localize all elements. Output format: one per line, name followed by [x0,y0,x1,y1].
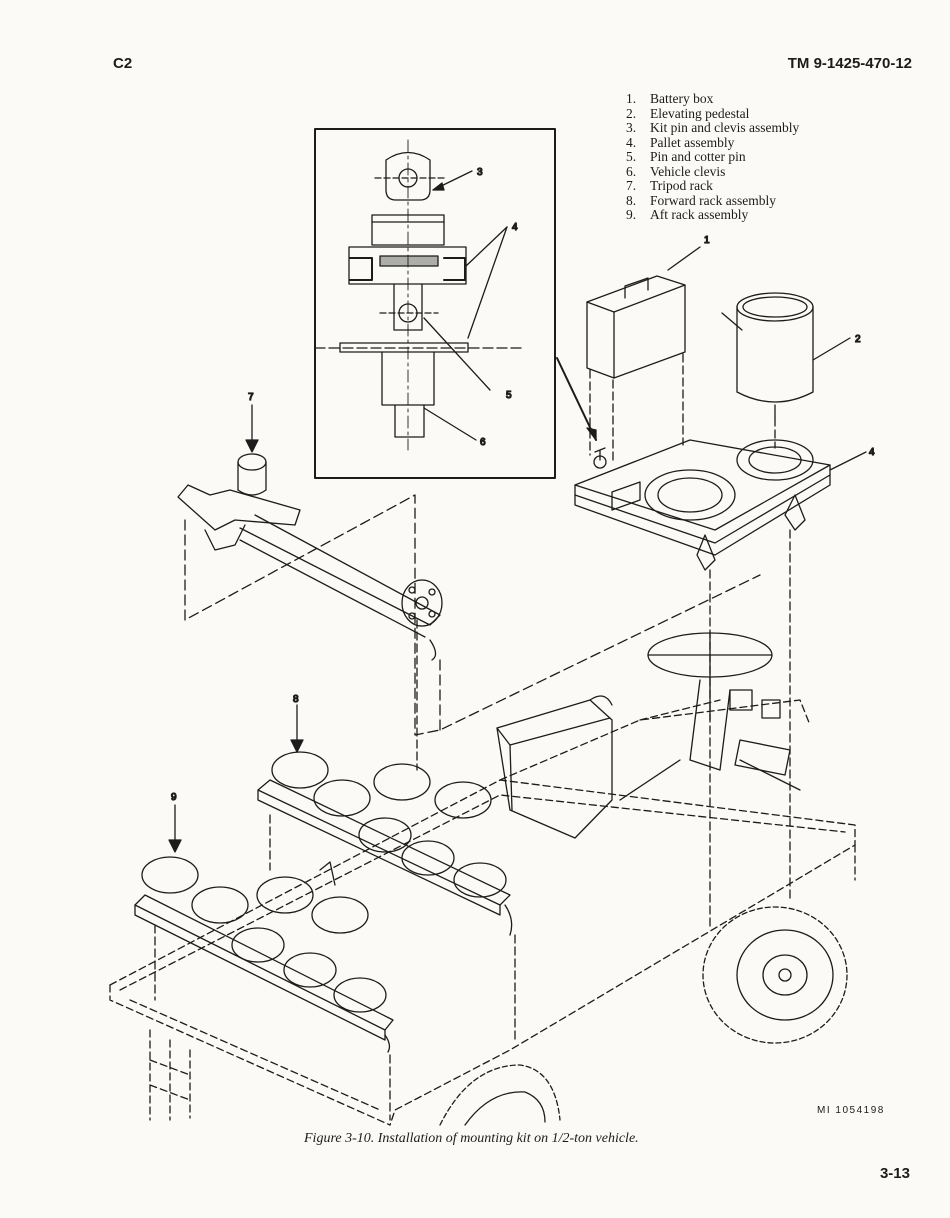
page-number: 3-13 [879,1165,910,1182]
legend-item: 1. Battery box [626,91,799,107]
legend-label: Tripod rack [650,178,713,193]
callout-4: 4 [869,447,875,458]
callout-6: 6 [480,437,486,448]
vehicle-outline [109,699,856,1126]
legend-item: 2. Elevating pedestal [626,105,799,122]
figure-caption: Figure 3-10. Installation of mounting ki… [304,1131,639,1146]
detail-inset [314,128,556,479]
pallet-assembly [574,439,867,571]
vehicle-seat [496,695,613,839]
callout-8: 8 [293,694,299,705]
callout-7: 7 [248,392,254,403]
legend-label: Aft rack assembly [650,207,749,222]
legend-label: Kit pin and clevis assembly [650,120,800,135]
legend-number: 4. [626,134,637,150]
legend-number: 8. [626,192,637,208]
legend-label: Pin and cotter pin [650,149,746,164]
legend-item: 3. Kit pin and clevis assembly [626,120,800,136]
legend-number: 7. [626,178,637,193]
header-left-code: C2 [113,55,133,72]
battery-box [586,246,701,379]
forward-rack-assembly [257,704,513,936]
legend-item: 7. Tripod rack [626,178,799,194]
callout-9: 9 [171,792,177,803]
elevating-pedestal [721,292,851,419]
legend-number: 9. [626,207,637,222]
vehicle-steering [619,632,801,801]
callout-3: 3 [477,167,483,178]
callout-5: 5 [506,390,512,401]
front-wheel [702,906,848,1044]
legend-number: 1. [626,91,637,106]
tripod-rack [177,404,443,661]
legend-number: 3. [626,120,637,135]
mi-code: MI 1054198 [817,1105,885,1116]
aft-rack-assembly [134,804,394,1053]
legend-item: 4. Pallet assembly [626,134,799,151]
legend-item: 6. Vehicle clevis [626,163,799,180]
parts-legend: 1. Battery box 2. Elevating pedestal 3. Kit… [626,91,800,223]
legend-number: 5. [626,149,637,164]
legend-label: Pallet assembly [650,134,735,150]
header-manual-number: TM 9-1425-470-12 [787,55,912,72]
rear-wheel [439,1064,561,1126]
legend-number: 2. [626,105,637,121]
callout-2: 2 [855,334,861,345]
legend-label: Vehicle clevis [650,163,726,179]
legend-label: Elevating pedestal [650,105,750,121]
legend-label: Forward rack assembly [650,192,776,208]
callout-1: 1 [704,235,710,246]
legend-item: 5. Pin and cotter pin [626,149,799,165]
legend-label: Battery box [650,91,714,106]
legend-item: 9. Aft rack assembly [626,207,799,223]
legend-item: 8. Forward rack assembly [626,192,799,209]
callout-4-inset: 4 [512,222,518,233]
legend-number: 6. [626,163,637,179]
